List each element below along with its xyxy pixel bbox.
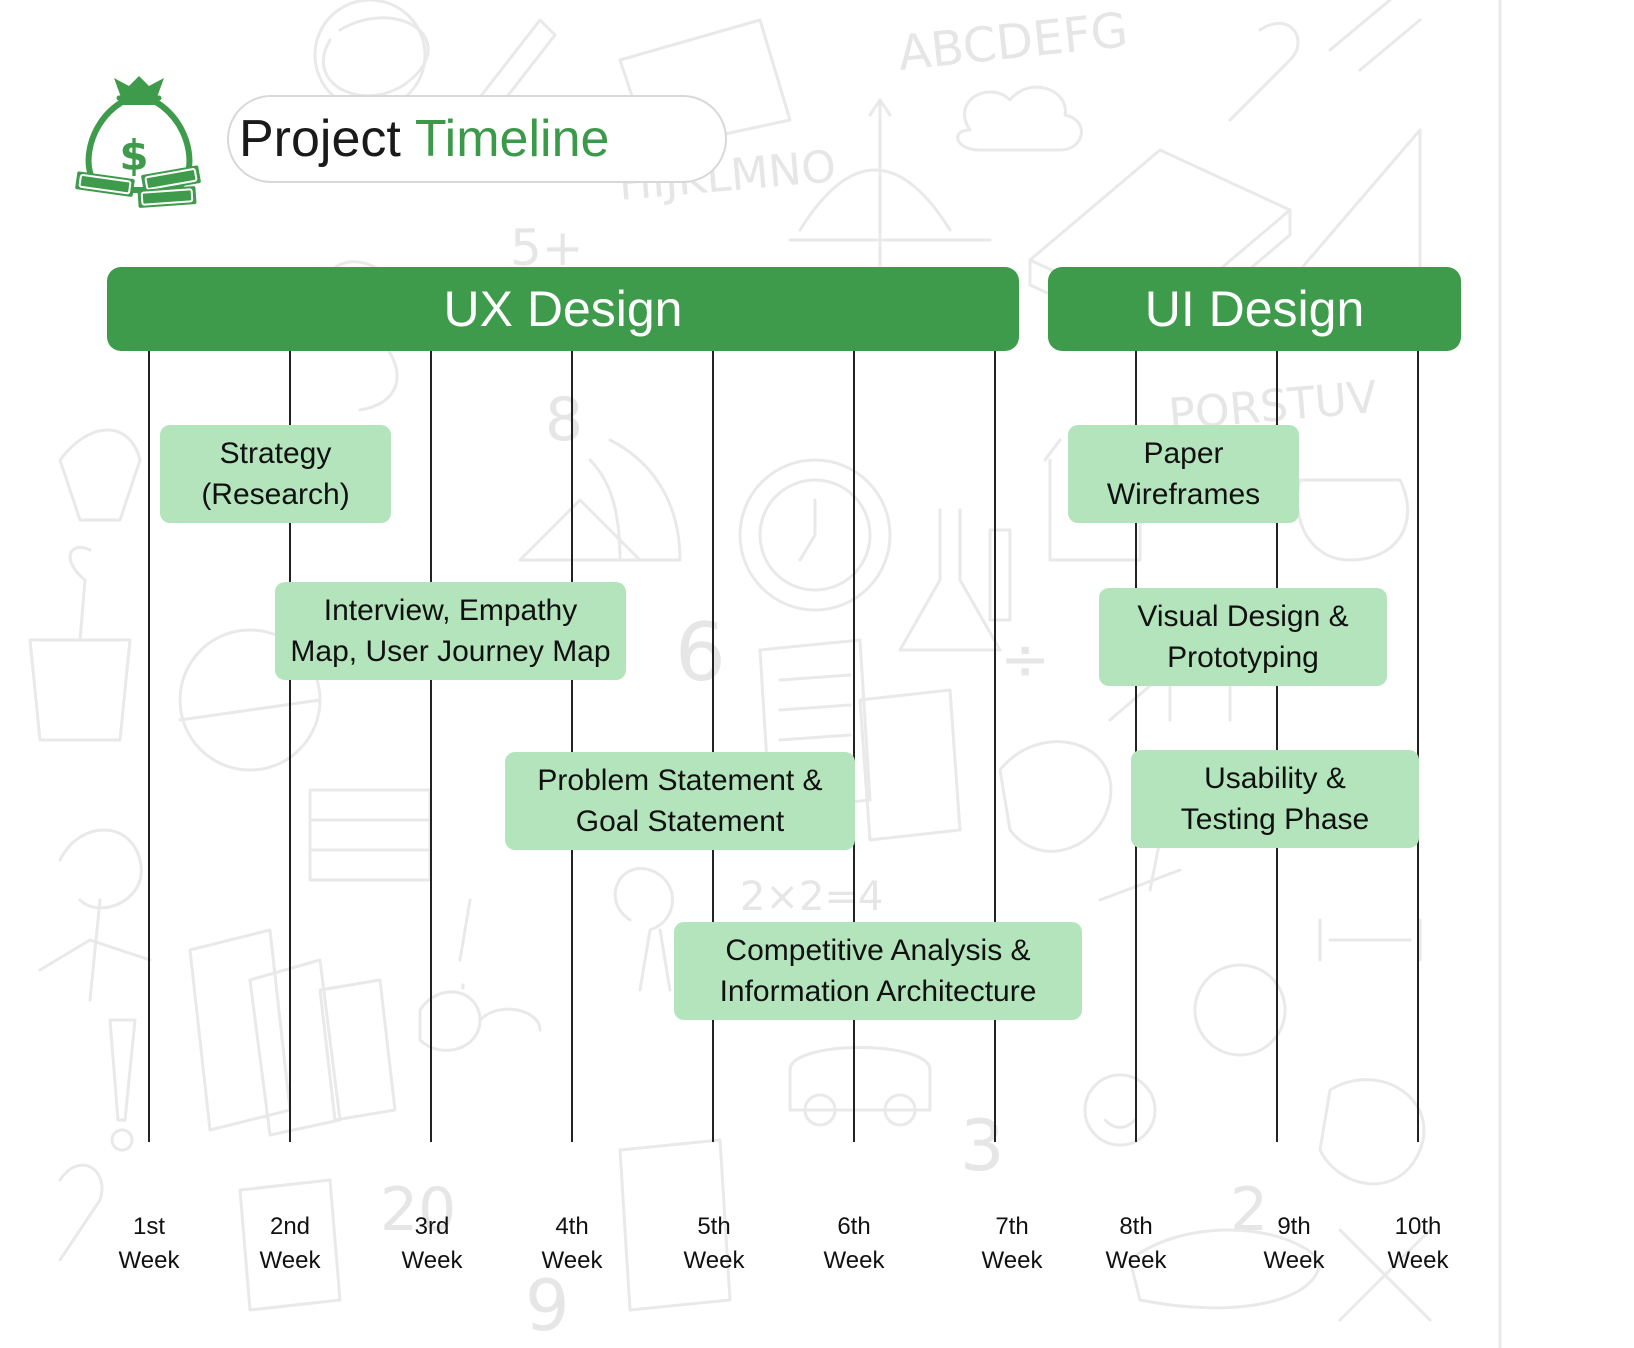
task-competitive-line1: Competitive Analysis & xyxy=(725,934,1031,967)
week-10-line xyxy=(1417,350,1419,1142)
task-visual-design: Visual Design & Prototyping xyxy=(1099,588,1387,686)
svg-text:$: $ xyxy=(119,131,148,180)
title-part-project: Project xyxy=(239,110,401,168)
task-strategy-line1: Strategy xyxy=(219,437,332,470)
ux-design-label: UX Design xyxy=(443,281,683,337)
svg-text:÷: ÷ xyxy=(1000,625,1050,695)
task-usability-line2: Testing Phase xyxy=(1180,803,1370,836)
svg-text:ABCDEFG: ABCDEFG xyxy=(895,2,1130,82)
title-part-timeline: Timeline xyxy=(414,110,610,168)
week-3-line xyxy=(430,350,432,1142)
ux-design-phase-header: UX Design xyxy=(107,267,1019,351)
week-5-line xyxy=(712,350,714,1142)
task-interview: Interview, Empathy Map, User Journey Map xyxy=(275,582,626,680)
task-visual-line2: Prototyping xyxy=(1167,641,1319,674)
svg-text:9: 9 xyxy=(525,1265,570,1347)
week-2-line xyxy=(289,350,291,1142)
task-competitive-line2: Information Architecture xyxy=(719,975,1037,1008)
task-usability-line1: Usability & xyxy=(1204,762,1346,795)
task-visual-line1: Visual Design & xyxy=(1137,600,1349,633)
task-competitive-analysis: Competitive Analysis & Information Archi… xyxy=(674,922,1082,1020)
task-strategy-line2: (Research) xyxy=(201,478,350,511)
svg-text:8: 8 xyxy=(545,385,583,455)
week-4-line xyxy=(571,350,573,1142)
task-usability-testing: Usability & Testing Phase xyxy=(1131,750,1419,848)
task-problem-line1: Problem Statement & xyxy=(537,764,823,797)
task-paper-line2: Wireframes xyxy=(1106,478,1261,511)
money-bag-icon: $ xyxy=(75,76,201,208)
task-problem-line2: Goal Statement xyxy=(575,805,785,838)
svg-text:6: 6 xyxy=(675,606,726,699)
ui-design-label: UI Design xyxy=(1144,281,1365,337)
ui-design-phase-header: UI Design xyxy=(1048,267,1461,351)
page-title: Project Timeline xyxy=(227,95,727,183)
task-problem-statement: Problem Statement & Goal Statement xyxy=(505,752,855,850)
week-8-line xyxy=(1135,350,1137,1142)
svg-text:2×2=4: 2×2=4 xyxy=(740,874,883,920)
week-7-line xyxy=(994,350,996,1142)
task-strategy: Strategy (Research) xyxy=(160,425,391,523)
svg-text:3: 3 xyxy=(960,1105,1005,1187)
week-1-line xyxy=(148,350,150,1142)
task-paper-wireframes: Paper Wireframes xyxy=(1068,425,1299,523)
svg-text:20: 20 xyxy=(380,1175,456,1245)
task-interview-line1: Interview, Empathy xyxy=(323,594,578,627)
week-9-line xyxy=(1276,350,1278,1142)
task-interview-line2: Map, User Journey Map xyxy=(290,635,611,668)
task-paper-line1: Paper xyxy=(1143,437,1224,470)
week-6-line xyxy=(853,350,855,1142)
